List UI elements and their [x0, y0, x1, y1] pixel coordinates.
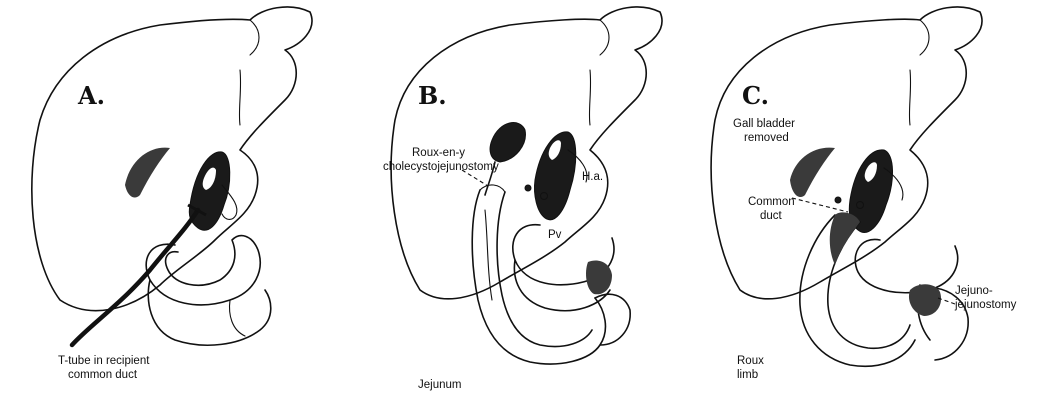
panel-c-label-removed: removed: [744, 132, 789, 144]
panel-a-letter: A.: [77, 81, 105, 110]
panel-c-label-duct: duct: [760, 210, 783, 222]
panel-c-label-jejunostomy: jejunostomy: [954, 299, 1017, 311]
panel-c-letter: C.: [742, 81, 769, 110]
panel-a: [32, 7, 312, 345]
panel-b-label-portal-vein: Pv: [548, 229, 562, 241]
panel-c-label-jejuno: Jejuno-: [955, 285, 993, 297]
panel-b-label-hepatic-artery: H.a.: [582, 171, 603, 183]
panel-b-label-cholecystojejunostomy: cholecystojejunostomy: [383, 161, 499, 173]
panel-c-label-common: Common: [748, 196, 795, 208]
panel-c-label-roux: Roux: [737, 355, 764, 367]
panel-a-liver: [32, 7, 312, 311]
panel-b: [391, 7, 662, 364]
panel-c-roux-limb: [800, 215, 915, 366]
panel-c-label-limb: limb: [737, 369, 758, 381]
panel-b-label-jejunum: Jejunum: [418, 379, 461, 391]
panel-a-label-t-tube: T-tube in recipient: [58, 355, 150, 367]
panel-c: [711, 7, 982, 366]
panel-c-bowel: [855, 239, 957, 292]
panel-a-label-common-duct: common duct: [68, 369, 138, 381]
panel-a-bowel: [146, 236, 260, 305]
panel-c-label-gall-bladder: Gall bladder: [733, 118, 795, 130]
panel-b-letter: B.: [418, 81, 447, 110]
panel-c-liver: [711, 7, 982, 299]
panel-b-label-roux-en-y: Roux-en-y: [412, 147, 465, 159]
